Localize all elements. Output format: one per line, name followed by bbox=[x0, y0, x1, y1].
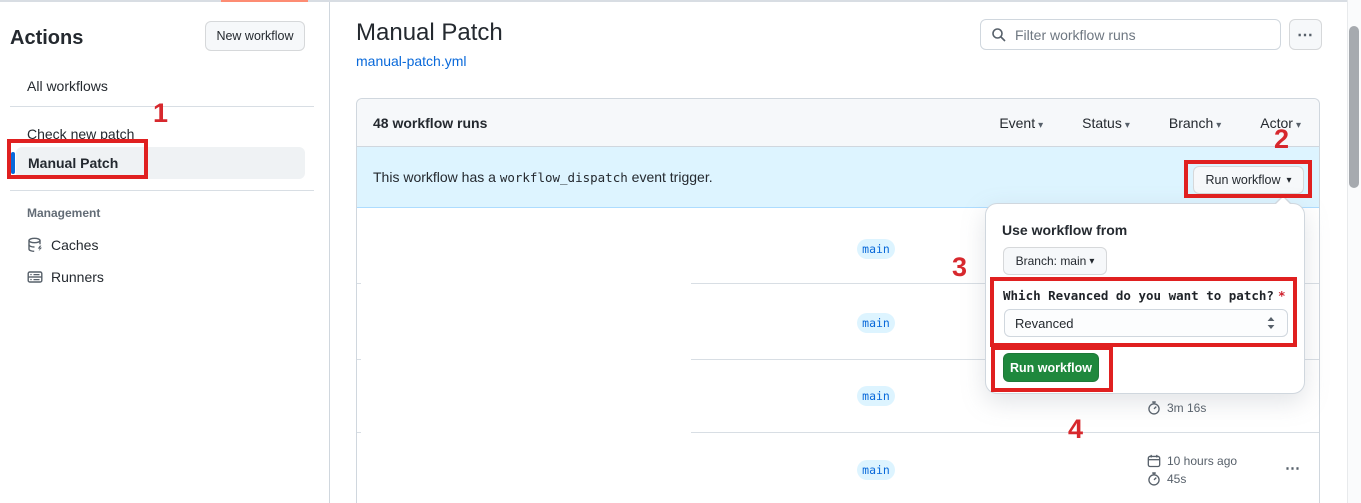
workflow-dispatch-code: workflow_dispatch bbox=[499, 170, 628, 185]
run-workflow-popup: Use workflow from Branch: main ▾ Which R… bbox=[985, 195, 1305, 394]
run-kebab-menu-button[interactable]: ⋯ bbox=[1285, 460, 1301, 477]
workflow-dispatch-banner: This workflow has a workflow_dispatch ev… bbox=[357, 147, 1319, 208]
workflow-input-label: Which Revanced do you want to patch?* bbox=[1003, 288, 1286, 303]
run-date: 10 hours ago bbox=[1147, 454, 1237, 468]
sidebar-item-all-workflows[interactable]: All workflows bbox=[27, 78, 108, 94]
branch-selector-button[interactable]: Branch: main ▾ bbox=[1003, 247, 1107, 275]
required-marker: * bbox=[1277, 288, 1286, 303]
branch-badge[interactable]: main bbox=[857, 239, 895, 259]
annotation-number-1: 1 bbox=[153, 98, 169, 128]
sidebar-title: Actions bbox=[10, 27, 84, 49]
status-filter-dropdown[interactable]: Status▾ bbox=[1082, 114, 1130, 131]
sidebar-item-check-new-patch[interactable]: Check new patch bbox=[27, 126, 135, 142]
scrollbar-thumb[interactable] bbox=[1349, 26, 1359, 188]
search-icon bbox=[991, 27, 1007, 43]
chevron-down-icon: ▾ bbox=[1089, 255, 1095, 267]
branch-badge[interactable]: main bbox=[857, 460, 895, 480]
sidebar-item-label: Runners bbox=[51, 269, 104, 285]
sidebar-selected-item-background[interactable] bbox=[16, 147, 305, 179]
chevron-down-icon: ▾ bbox=[1038, 119, 1044, 131]
row-divider bbox=[357, 283, 361, 284]
run-duration: 45s bbox=[1147, 472, 1186, 486]
runs-filter-bar: Event▾ Status▾ Branch▾ Actor▾ bbox=[999, 115, 1301, 131]
revanced-select[interactable]: Revanced bbox=[1004, 309, 1288, 337]
chevron-down-icon: ▾ bbox=[1124, 119, 1130, 131]
branch-badge[interactable]: main bbox=[857, 386, 895, 406]
page-kebab-menu-button[interactable]: ⋯ bbox=[1289, 19, 1322, 50]
sidebar-divider bbox=[10, 106, 314, 107]
annotation-number-4: 4 bbox=[1068, 414, 1084, 444]
run-duration: 3m 16s bbox=[1147, 401, 1206, 415]
annotation-number-2: 2 bbox=[1274, 124, 1290, 154]
top-nav-border bbox=[0, 0, 1361, 2]
row-divider bbox=[691, 432, 1319, 433]
branch-badge[interactable]: main bbox=[857, 313, 895, 333]
chevron-down-icon: ▾ bbox=[1286, 174, 1292, 186]
chevron-down-icon: ▾ bbox=[1295, 119, 1301, 131]
event-filter-dropdown[interactable]: Event▾ bbox=[999, 114, 1044, 131]
sidebar-divider bbox=[10, 190, 314, 191]
workflow-runs-count: 48 workflow runs bbox=[373, 114, 488, 131]
stopwatch-icon bbox=[1147, 472, 1161, 486]
actions-sidebar: Actions New workflow All workflows Check… bbox=[0, 2, 330, 503]
stopwatch-icon bbox=[1147, 401, 1161, 415]
row-divider bbox=[357, 359, 361, 360]
workflow-page-title: Manual Patch bbox=[356, 19, 503, 46]
row-divider bbox=[357, 432, 361, 433]
filter-workflow-runs-input[interactable] bbox=[1015, 26, 1270, 43]
actor-filter-dropdown[interactable]: Actor▾ bbox=[1260, 114, 1301, 131]
popup-heading: Use workflow from bbox=[1002, 222, 1128, 238]
popup-run-workflow-button[interactable]: Run workflow bbox=[1003, 353, 1099, 382]
cache-database-icon bbox=[27, 237, 43, 253]
sidebar-selected-accent-bar bbox=[11, 152, 15, 174]
select-updown-icon bbox=[1265, 316, 1277, 330]
new-workflow-button[interactable]: New workflow bbox=[205, 21, 305, 51]
chevron-down-icon: ▾ bbox=[1216, 119, 1222, 131]
banner-text: This workflow has a workflow_dispatch ev… bbox=[373, 169, 713, 185]
workflow-file-link[interactable]: manual-patch.yml bbox=[356, 53, 467, 69]
branch-filter-dropdown[interactable]: Branch▾ bbox=[1168, 114, 1222, 131]
runners-rack-icon bbox=[27, 269, 43, 285]
runs-list-header: 48 workflow runs Event▾ Status▾ Branch▾ … bbox=[357, 99, 1319, 147]
workflow-runs-panel: 48 workflow runs Event▾ Status▾ Branch▾ … bbox=[356, 98, 1320, 503]
sidebar-item-caches[interactable]: Caches bbox=[27, 237, 98, 253]
popup-caret bbox=[1275, 197, 1291, 205]
filter-workflow-runs-field[interactable] bbox=[980, 19, 1281, 50]
annotation-number-3: 3 bbox=[952, 252, 968, 282]
sidebar-item-manual-patch[interactable]: Manual Patch bbox=[28, 155, 119, 171]
calendar-icon bbox=[1147, 454, 1161, 468]
management-section-label: Management bbox=[27, 206, 101, 220]
sidebar-item-runners[interactable]: Runners bbox=[27, 269, 104, 285]
sidebar-item-label: Caches bbox=[51, 237, 99, 253]
run-workflow-dropdown-button[interactable]: Run workflow ▾ bbox=[1193, 166, 1304, 194]
